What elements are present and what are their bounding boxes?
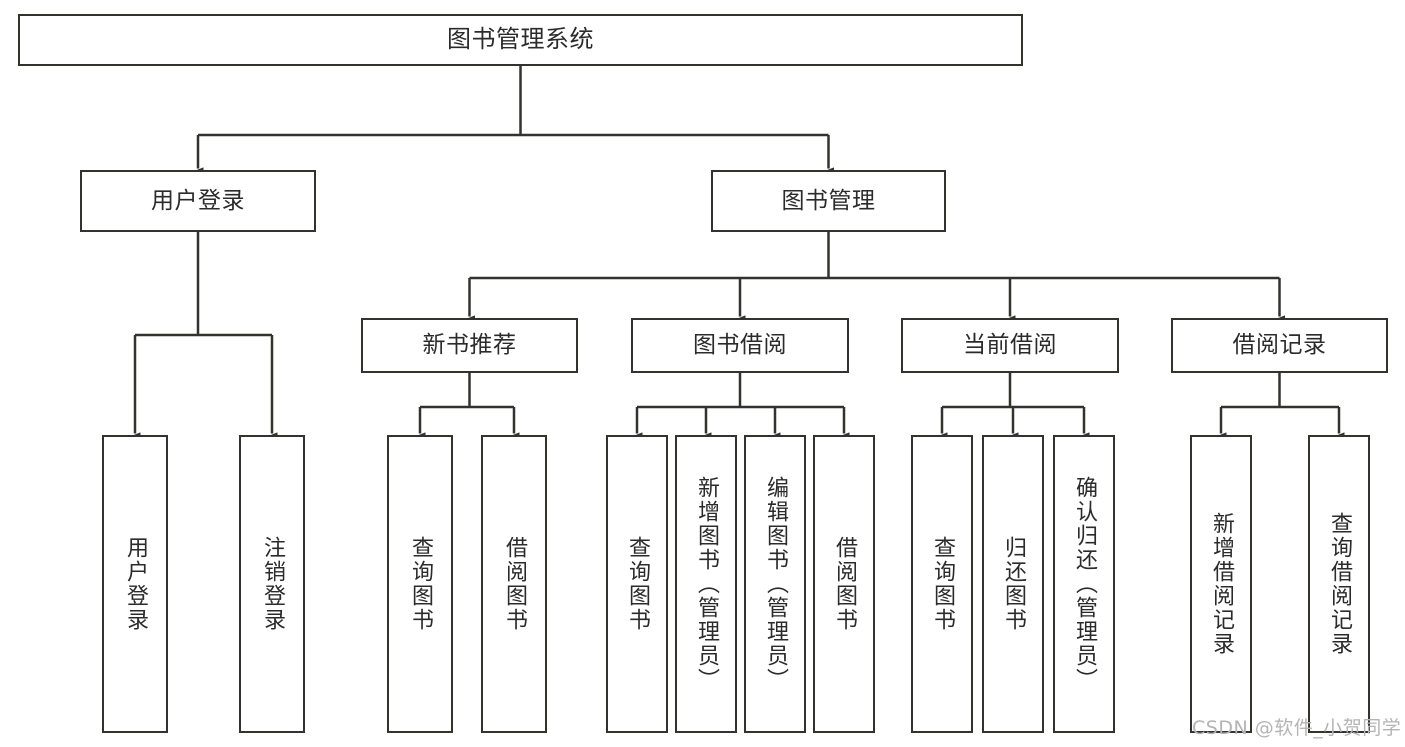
- node-图书管理系统: 图书管理系统: [18, 14, 1023, 66]
- node-借阅图书: 借阅图书: [481, 435, 547, 733]
- node-借阅图书: 借阅图书: [813, 435, 875, 733]
- node-新增借阅记录: 新增借阅记录: [1190, 435, 1252, 733]
- watermark-csdn: CSDN @软件_小贺同学: [1192, 717, 1402, 739]
- node-label: 新增图书（管理员）: [693, 476, 719, 692]
- node-新书推荐: 新书推荐: [361, 318, 578, 373]
- node-新增图书管理员: 新增图书（管理员）: [675, 435, 737, 733]
- node-label: 用户登录: [122, 536, 148, 632]
- node-借阅记录: 借阅记录: [1171, 318, 1388, 373]
- node-图书借阅: 图书借阅: [631, 318, 849, 373]
- node-查询图书: 查询图书: [606, 435, 668, 733]
- node-label: 用户登录: [151, 187, 245, 214]
- node-图书管理: 图书管理: [711, 170, 946, 232]
- node-label: 借阅记录: [1232, 332, 1327, 359]
- node-label: 图书管理: [781, 187, 876, 214]
- node-label: 借阅图书: [501, 536, 527, 632]
- node-label: 归还图书: [1000, 536, 1026, 632]
- node-label: 查询图书: [407, 536, 433, 632]
- node-label: 查询借阅记录: [1326, 512, 1352, 656]
- node-label: 新增借阅记录: [1208, 512, 1234, 656]
- node-label: 当前借阅: [963, 332, 1057, 359]
- node-当前借阅: 当前借阅: [901, 318, 1119, 373]
- node-查询图书: 查询图书: [911, 435, 973, 733]
- node-label: 图书借阅: [693, 332, 787, 359]
- node-label: 编辑图书（管理员）: [762, 476, 788, 692]
- node-编辑图书管理员: 编辑图书（管理员）: [744, 435, 806, 733]
- node-用户登录: 用户登录: [102, 435, 168, 733]
- node-label: 确认归还（管理员）: [1071, 476, 1097, 692]
- node-查询图书: 查询图书: [387, 435, 453, 733]
- node-用户登录: 用户登录: [80, 170, 316, 232]
- node-label: 查询图书: [624, 536, 650, 632]
- node-确认归还管理员: 确认归还（管理员）: [1053, 435, 1115, 733]
- node-label: 借阅图书: [831, 536, 857, 632]
- node-查询借阅记录: 查询借阅记录: [1308, 435, 1370, 733]
- node-注销登录: 注销登录: [239, 435, 305, 733]
- node-label: 图书管理系统: [447, 25, 594, 54]
- node-归还图书: 归还图书: [982, 435, 1044, 733]
- node-label: 新书推荐: [422, 332, 517, 359]
- node-label: 注销登录: [259, 536, 285, 632]
- node-label: 查询图书: [929, 536, 955, 632]
